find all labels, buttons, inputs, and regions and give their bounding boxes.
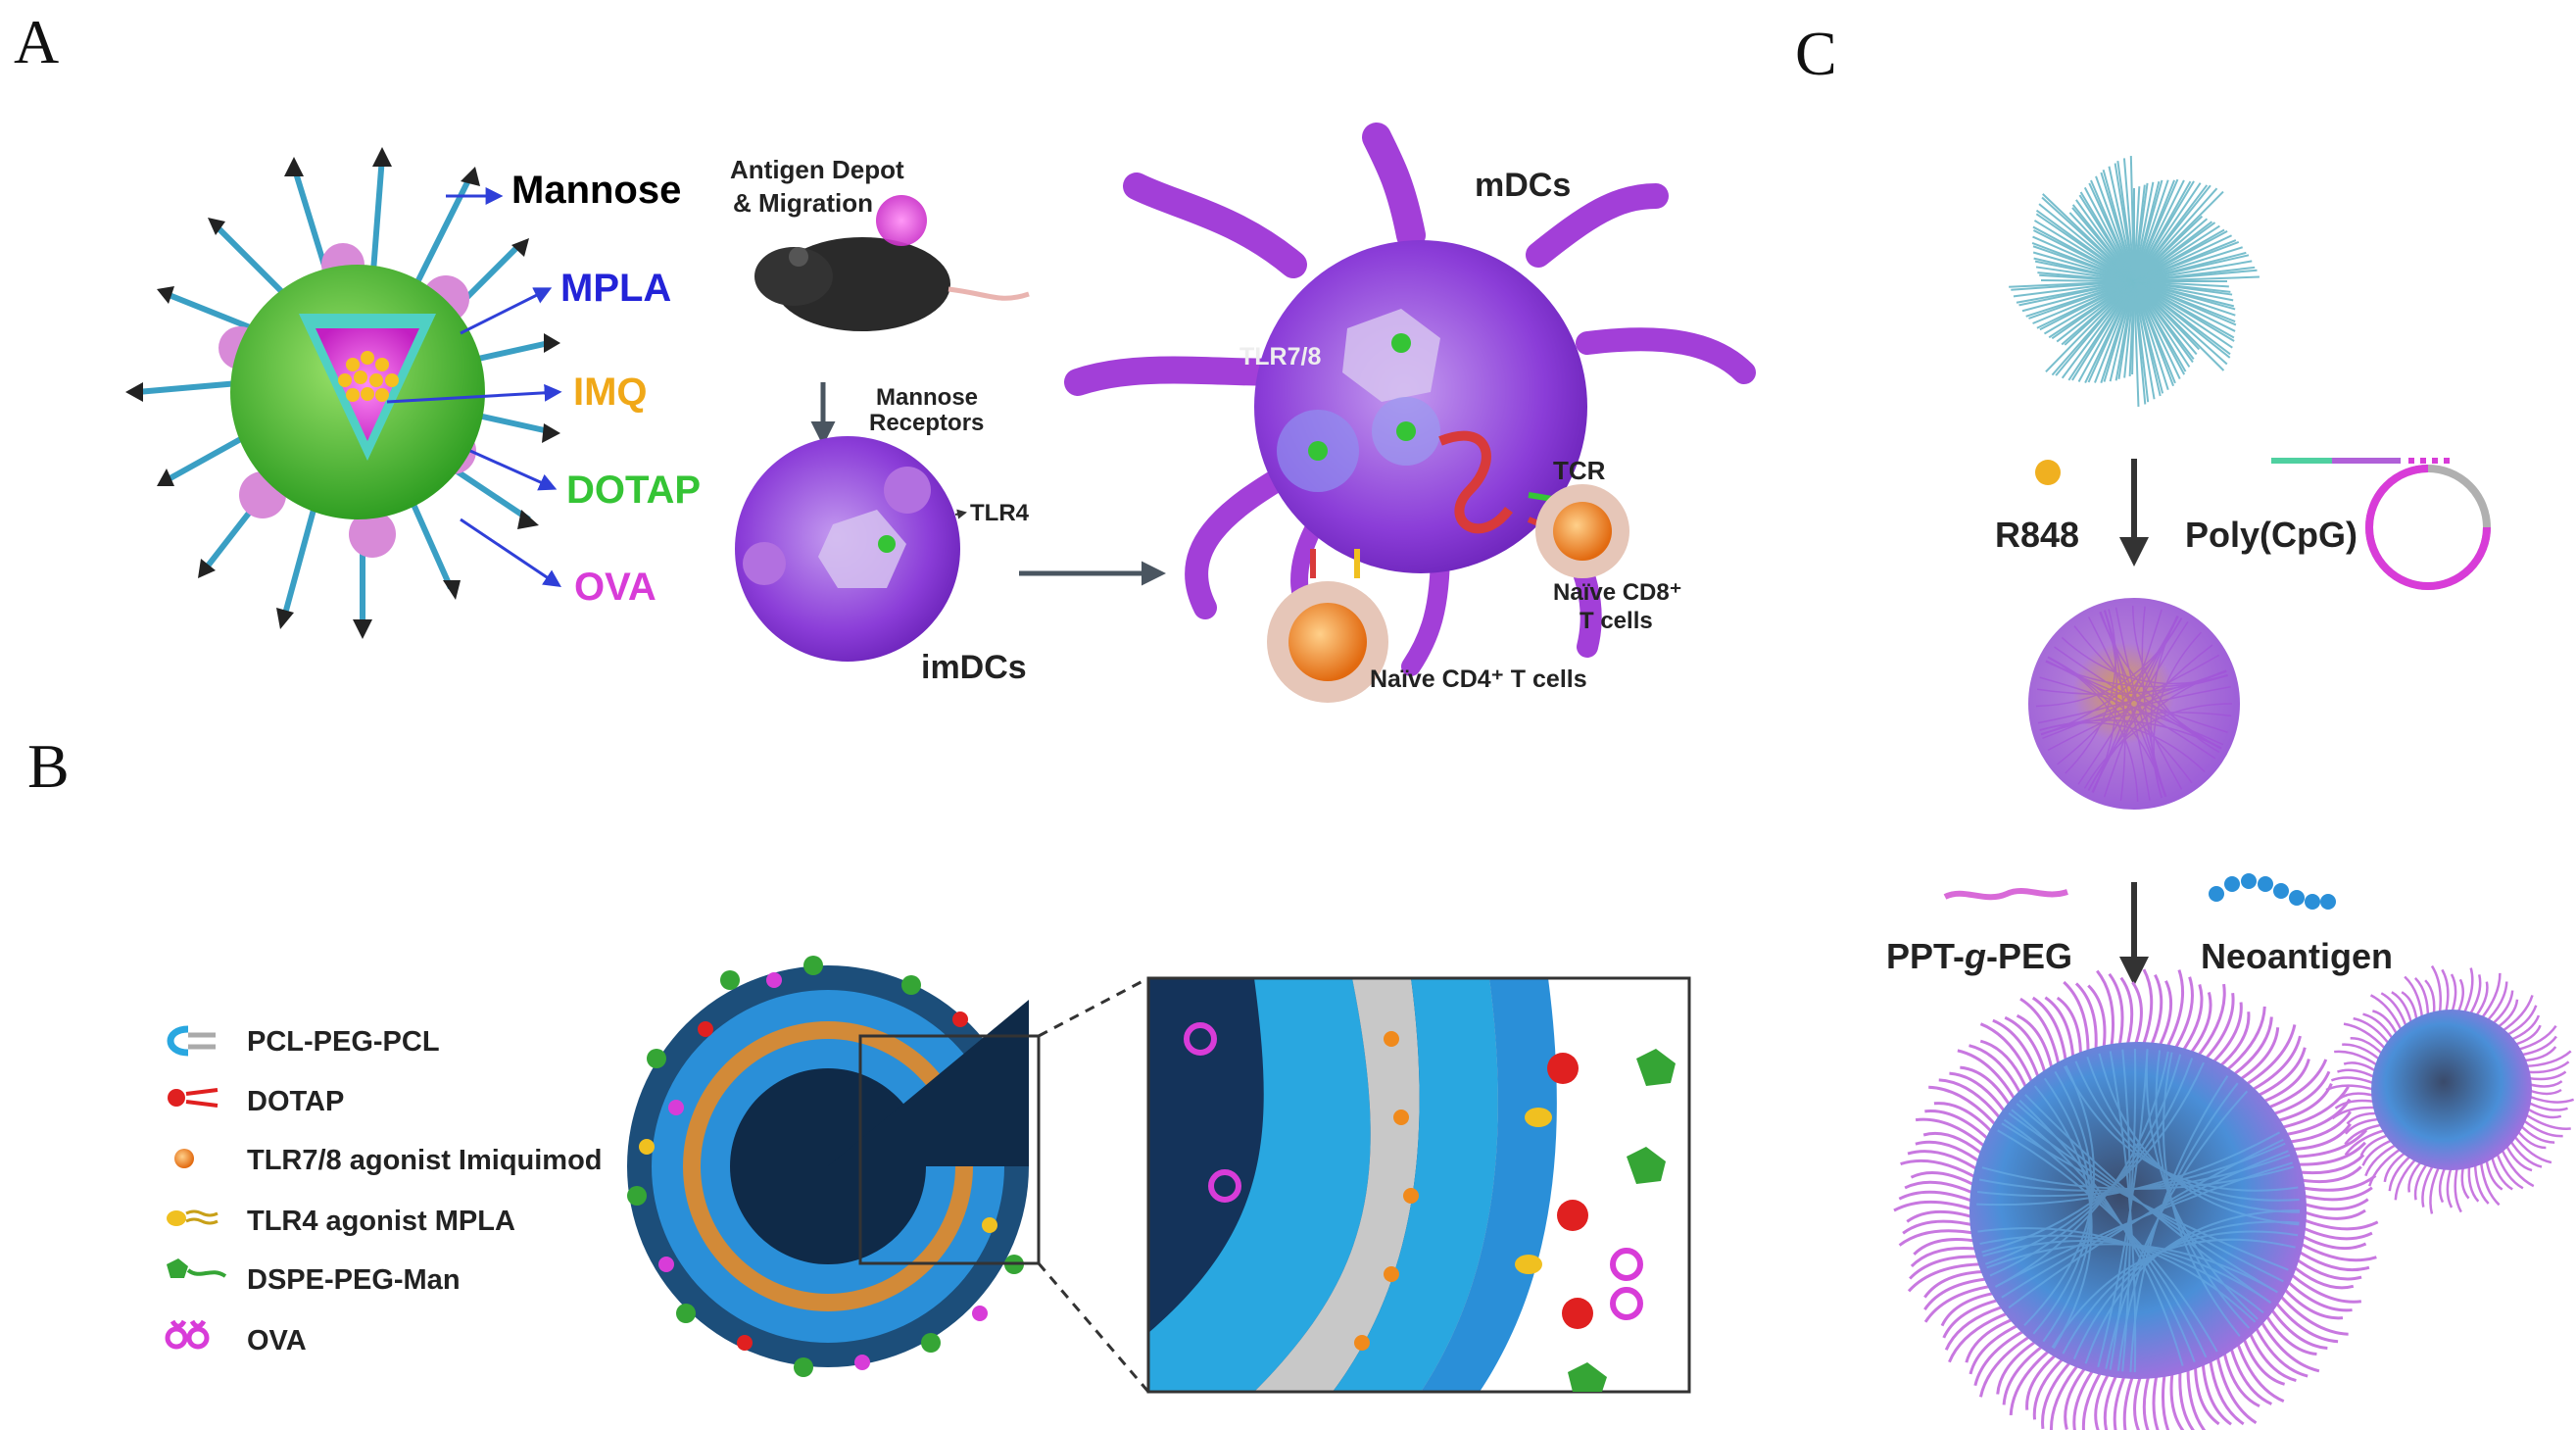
label-tlr78: TLR7/8 [1239,343,1322,370]
ppt-g-peg-icon [1943,888,2068,901]
zoom-inset [1146,976,1691,1394]
label-ppt-g-peg: PPT-g-PEG [1886,936,2072,977]
legend-ova: OVA [247,1325,307,1356]
nanoparticle-b-surface [627,956,1024,1377]
peg-corona-large [1893,968,2379,1430]
label-polycpg: Poly(CpG) [2185,515,2357,555]
nanoparticle-spikes [136,156,550,627]
label-tcr: TCR [1553,456,1606,485]
mpla-icon [167,1209,219,1226]
pcl-peg-pcl-icon [167,1025,216,1057]
zoom-box [858,1034,1041,1265]
label-dotap: DOTAP [566,468,702,512]
zoom-line-top [1038,976,1149,1038]
label-arrows [386,187,562,588]
panel-letter-b: B [27,731,70,801]
endosome-1 [1342,309,1440,402]
label-tlr4: TLR4 [970,500,1029,526]
label-mannose-receptors-1: Mannose [876,384,979,411]
nanoparticle-b [627,965,1029,1367]
polycpg-icon [2271,458,2491,590]
golgi [1438,430,1513,534]
label-imq: IMQ [573,370,648,414]
legend-pcl-peg-pcl: PCL-PEG-PCL [247,1026,440,1058]
panel-letter-c: C [1795,19,1837,88]
panel-letter-a: A [14,7,60,76]
label-neoantigen: Neoantigen [2201,936,2394,976]
tlr4-pointer [954,509,967,519]
legend-imiquimod: TLR7/8 agonist Imiquimod [247,1145,603,1176]
mouse-illustration [754,195,1030,331]
label-ppt-g: g [1965,936,1987,976]
label-cd4: Naïve CD4⁺ T cells [1370,666,1587,693]
label-migration: & Migration [733,188,873,218]
mdc-cell [1064,123,1756,676]
legend-dotap: DOTAP [247,1086,345,1117]
imiquimod-icon [174,1149,194,1168]
label-imdcs: imDCs [921,649,1027,686]
polymer-star [2009,156,2260,407]
label-antigen-depot: Antigen Depot [730,155,904,184]
label-cd8-line2: T cells [1580,608,1653,634]
legend-mpla: TLR4 agonist MPLA [247,1206,515,1237]
nanoparticle-spike-heads [125,147,560,639]
label-mpla: MPLA [560,267,672,310]
r848-icon [2035,460,2061,485]
label-mannose-receptors-2: Receptors [869,410,985,436]
label-r848: R848 [1995,515,2080,555]
final-nanoparticle-small [2371,1010,2532,1170]
peg-corona-small [2325,964,2575,1214]
label-mannose: Mannose [511,169,682,212]
label-ppt-suffix: -PEG [1986,936,2073,976]
nanoparticle-core [316,328,419,441]
label-mdcs: mDCs [1475,167,1572,204]
dspe-peg-man-icon [167,1258,227,1278]
imdc-cell [735,436,960,662]
neoantigen-icon [2209,873,2336,910]
final-nanoparticle-large [1969,1042,2307,1379]
zoom-inset-particles [1184,1022,1676,1392]
ova-icon [165,1319,210,1350]
label-cd8-line1: Naïve CD8⁺ [1553,579,1682,606]
legend-dspe-peg-man: DSPE-PEG-Man [247,1264,461,1296]
label-ova: OVA [574,566,656,609]
label-ppt-prefix: PPT- [1886,936,1966,976]
imq-particles [338,351,399,402]
dotap-icon [168,1088,219,1108]
